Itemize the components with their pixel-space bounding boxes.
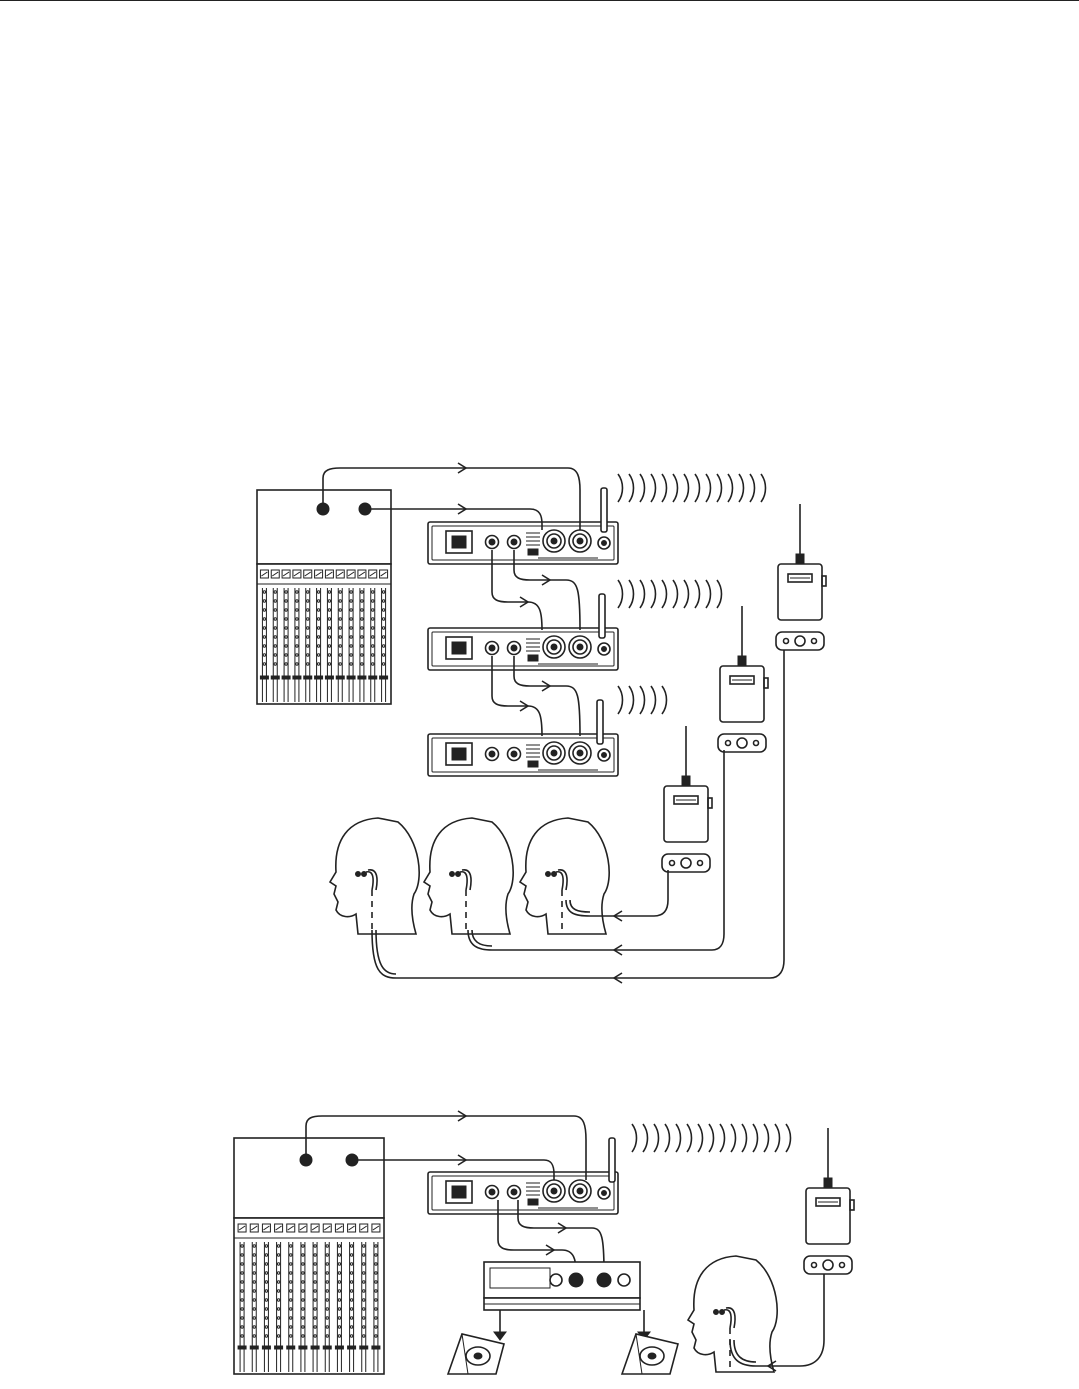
diagram-three-mix <box>257 463 826 983</box>
floor-monitor-wedge-right <box>622 1334 678 1374</box>
fader-icon <box>380 676 388 679</box>
fader-icon <box>347 676 355 679</box>
floor-monitor-wedge-left <box>448 1334 504 1374</box>
mixing-console <box>234 1138 384 1374</box>
bodypack-receiver-2 <box>718 606 768 752</box>
diagram-monitor-amp <box>234 1111 854 1374</box>
fader-icon <box>271 676 279 679</box>
radio-wave-icon <box>632 1124 791 1152</box>
fader-icon <box>299 1346 307 1349</box>
fader-icon <box>287 1346 295 1349</box>
transmitter-1 <box>428 522 618 564</box>
transmitter <box>428 1172 618 1214</box>
radio-wave-icon <box>618 580 722 608</box>
fader-icon <box>358 676 366 679</box>
listener-head-1 <box>330 818 419 934</box>
fader-icon <box>323 1346 331 1349</box>
power-amplifier <box>484 1262 640 1310</box>
fader-icon <box>250 1346 258 1349</box>
fader-icon <box>275 1346 283 1349</box>
transmitter-2 <box>428 628 618 670</box>
bodypack-receiver-1 <box>776 504 826 650</box>
antenna-icon <box>597 700 603 744</box>
fader-icon <box>336 676 344 679</box>
mixing-console <box>257 490 391 704</box>
fader-icon <box>260 676 268 679</box>
fader-icon <box>238 1346 246 1349</box>
radio-wave-icon <box>618 474 766 502</box>
antenna-icon <box>609 1138 615 1182</box>
fader-icon <box>304 676 312 679</box>
antenna-icon <box>601 488 607 532</box>
fader-icon <box>348 1346 356 1349</box>
antenna-icon <box>599 594 605 638</box>
bodypack-receiver <box>804 1128 854 1274</box>
fader-icon <box>315 676 323 679</box>
radio-wave-icon <box>618 686 667 714</box>
fader-icon <box>311 1346 319 1349</box>
bodypack-receiver-3 <box>662 726 712 872</box>
fader-icon <box>372 1346 380 1349</box>
fader-icon <box>282 676 290 679</box>
fader-icon <box>360 1346 368 1349</box>
fader-icon <box>293 676 301 679</box>
fader-icon <box>335 1346 343 1349</box>
fader-icon <box>262 1346 270 1349</box>
transmitter-3 <box>428 734 618 776</box>
listener-head-2 <box>424 818 513 934</box>
fader-icon <box>369 676 377 679</box>
fader-icon <box>325 676 333 679</box>
